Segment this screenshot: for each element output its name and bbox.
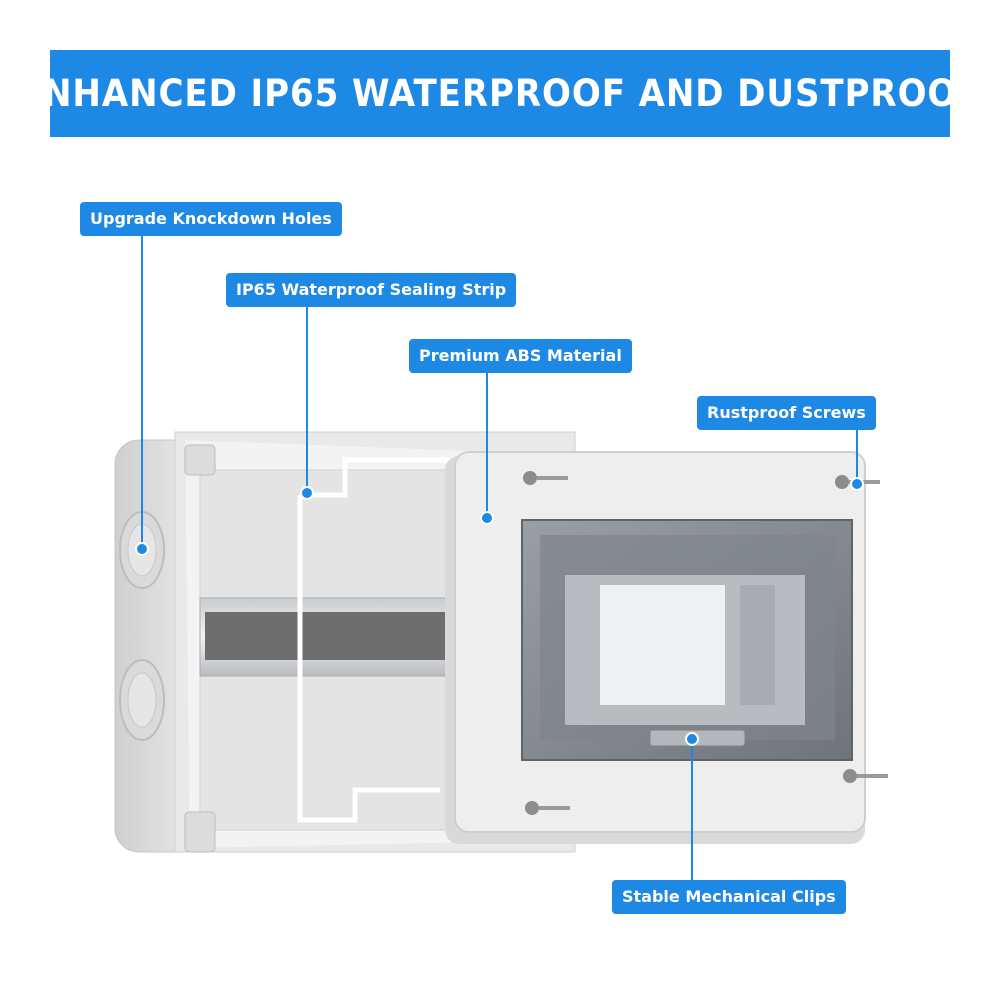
clips-label: Stable Mechanical Clips xyxy=(612,880,846,914)
abs-connector xyxy=(486,372,488,516)
abs-marker xyxy=(480,511,494,525)
sealing-connector xyxy=(306,307,308,491)
sealing-marker xyxy=(300,486,314,500)
knockdown-marker xyxy=(135,542,149,556)
sealing-label: IP65 Waterproof Sealing Strip xyxy=(226,273,517,307)
banner-title: ENHANCED IP65 WATERPROOF AND DUSTPROOF xyxy=(18,72,982,115)
abs-label: Premium ABS Material xyxy=(409,339,632,373)
screws-marker xyxy=(850,477,864,491)
header-banner: ENHANCED IP65 WATERPROOF AND DUSTPROOF xyxy=(19,50,980,137)
screws-connector xyxy=(856,430,858,480)
enclosure-cover xyxy=(445,451,888,844)
clips-connector xyxy=(691,738,693,880)
screws-label: Rustproof Screws xyxy=(697,396,876,430)
knockdown-label: Upgrade Knockdown Holes xyxy=(80,202,342,236)
knockdown-connector xyxy=(141,236,143,548)
clips-marker xyxy=(685,732,699,746)
